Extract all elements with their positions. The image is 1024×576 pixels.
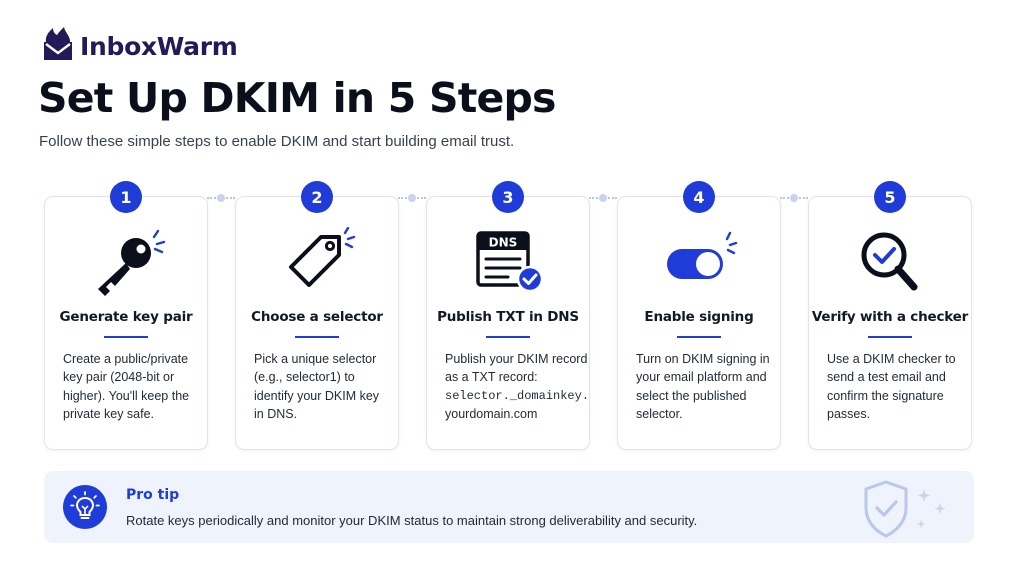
step-card-verify-checker: 5 Verify with a checker Use a DKIM check… [808,181,972,450]
step-description: Create a public/private key pair (2048-b… [63,350,197,424]
step-title: Generate key pair [59,309,193,325]
step-description: Pick a unique selector (e.g., selector1)… [254,350,388,424]
step-connector [589,194,617,202]
pro-tip-title: Pro tip [126,487,180,503]
step-description-line: (e.g., selector1) to [254,370,355,385]
step-description-line: Publish your DKIM record [445,352,588,366]
step-card-publish-txt: 3 DNS Publish TXT in DNS Publish your DK… [426,181,590,450]
step-description-line: your email platform and [636,370,767,385]
step-description-line: select the published [636,388,747,403]
step-number-badge: 1 [110,181,142,213]
logo-flame-envelope-icon [44,27,72,60]
connector-dot [790,194,798,202]
page-subtitle: Follow these simple steps to enable DKIM… [39,133,515,150]
step-description-line: Turn on DKIM signing in [636,352,770,366]
dns-label: DNS [489,236,518,250]
step-description: Publish your DKIM record as a TXT record… [445,350,590,424]
brand-logo: InboxWarm [38,24,238,68]
step-card-choose-selector: 2 Choose a selector Pick a unique select… [235,181,399,450]
step-description: Use a DKIM checker to send a test email … [827,350,961,424]
pro-tip-panel: Pro tip Rotate keys periodically and mon… [44,471,974,543]
step-connector [207,194,235,202]
step-description-line: identify your DKIM key [254,388,380,403]
step-description-line: Use a DKIM checker to [827,352,956,366]
step-title: Publish TXT in DNS [437,309,579,325]
step-number-badge: 5 [874,181,906,213]
step-number-badge: 4 [683,181,715,213]
step-number-badge: 3 [492,181,524,213]
step-description-line: Create a public/private [63,352,189,366]
pro-tip-text: Rotate keys periodically and monitor you… [126,513,698,528]
step-description-line: Pick a unique selector [254,352,377,366]
step-description-line: send a test email and [827,370,946,385]
page-title: Set Up DKIM in 5 Steps [38,74,556,122]
step-connector [398,194,426,202]
connector-dot [599,194,607,202]
step-description-line: private key safe. [63,407,155,422]
brand-name: InboxWarm [80,31,238,61]
connector-dot [217,194,225,202]
step-description-line: yourdomain.com [445,407,538,422]
magnifier-check-icon [861,232,918,291]
step-card-enable-signing: 4 Enable signing Turn on DKIM signing in… [617,181,781,450]
step-title: Verify with a checker [811,309,969,325]
step-description: Turn on DKIM signing in your email platf… [636,350,770,424]
step-title: Enable signing [644,309,754,325]
lightbulb-icon [63,485,107,529]
key-icon [98,229,166,296]
step-description-line: selector. [636,407,683,422]
step-description-line: in DNS. [254,407,298,422]
step-title-underline [295,336,339,338]
step-description-line: key pair (2048-bit or [63,370,175,385]
step-title-underline [868,336,912,338]
step-description-line: passes. [827,407,871,422]
step-description-line: confirm the signature [827,388,944,403]
shield-check-icon [864,480,946,538]
step-number-badge: 2 [301,181,333,213]
step-title-underline [486,336,530,338]
connector-dot [408,194,416,202]
step-title: Choose a selector [251,309,383,325]
step-description-line: higher). You'll keep the [63,388,190,403]
step-connector [780,194,808,202]
step-title-underline [104,336,148,338]
step-description-line: as a TXT record: [445,370,538,385]
step-description-line: selector._domainkey. [445,388,590,403]
dns-record-icon: DNS [476,231,544,293]
step-card-generate-key: 1 Generate key pair Create a public/priv… [44,181,208,450]
step-title-underline [677,336,721,338]
tag-icon [289,227,356,287]
toggle-switch-icon [667,231,738,279]
